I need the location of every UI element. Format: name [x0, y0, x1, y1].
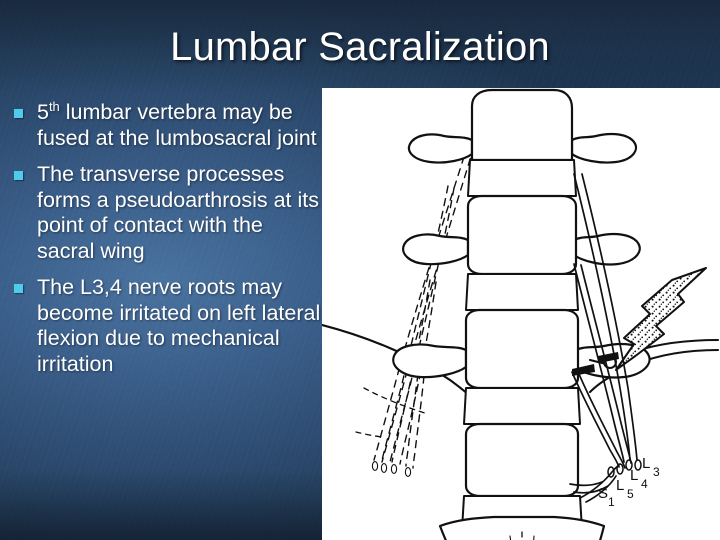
label-L4: L 4	[630, 467, 648, 491]
left-dashed-nerve-roots	[355, 143, 475, 477]
sacrum	[438, 515, 606, 540]
bullet-square-icon	[14, 109, 23, 118]
label-S1-root: S	[598, 485, 608, 502]
slide-title: Lumbar Sacralization	[170, 25, 550, 69]
list-item: 5th lumbar vertebra may be fused at the …	[4, 100, 322, 151]
bullet-superscript: th	[48, 98, 60, 114]
intervertebral-disc-1	[467, 159, 577, 197]
anatomy-figure-panel: L 3 L 4 L 5 S 1	[322, 88, 720, 540]
intervertebral-disc-2	[465, 273, 579, 311]
lumbosacral-spine-diagram: L 3 L 4 L 5 S 1	[322, 88, 720, 540]
label-L5-root: L	[616, 477, 624, 494]
vertebra-body-1	[407, 88, 638, 164]
bullet-square-icon	[14, 171, 23, 180]
nerve-root-labels: L 3 L 4 L 5 S 1	[598, 455, 660, 509]
label-S1: S 1	[598, 485, 615, 509]
right-nerve-roots	[569, 173, 642, 503]
irritation-lightning-icon	[615, 267, 707, 371]
list-item: The transverse processes forms a pseudoa…	[4, 162, 322, 264]
bullet-text: The transverse processes forms a pseudoa…	[37, 162, 320, 263]
label-L4-level: 4	[641, 477, 648, 491]
vertebra-body-3	[392, 308, 651, 390]
list-item: The L3,4 nerve roots may become irritate…	[4, 275, 322, 377]
bullet-text: lumbar vertebra may be fused at the lumb…	[37, 100, 317, 150]
label-L5: L 5	[616, 477, 634, 501]
label-L5-level: 5	[627, 487, 634, 501]
bullet-square-icon	[14, 284, 23, 293]
bullet-list: 5th lumbar vertebra may be fused at the …	[4, 100, 322, 377]
vertebra-body-2	[402, 194, 641, 276]
label-L3-level: 3	[653, 465, 660, 479]
label-S1-level: 1	[608, 495, 615, 509]
bullet-text: The L3,4 nerve roots may become irritate…	[37, 275, 321, 376]
vertebra-body-4	[464, 422, 580, 498]
label-L3: L 3	[642, 455, 660, 479]
bullet-lead: 5	[37, 100, 49, 124]
intervertebral-disc-3	[463, 387, 581, 425]
label-L4-root: L	[630, 467, 638, 484]
label-L3-root: L	[642, 455, 650, 472]
slide-background-top-vignette	[0, 0, 720, 92]
